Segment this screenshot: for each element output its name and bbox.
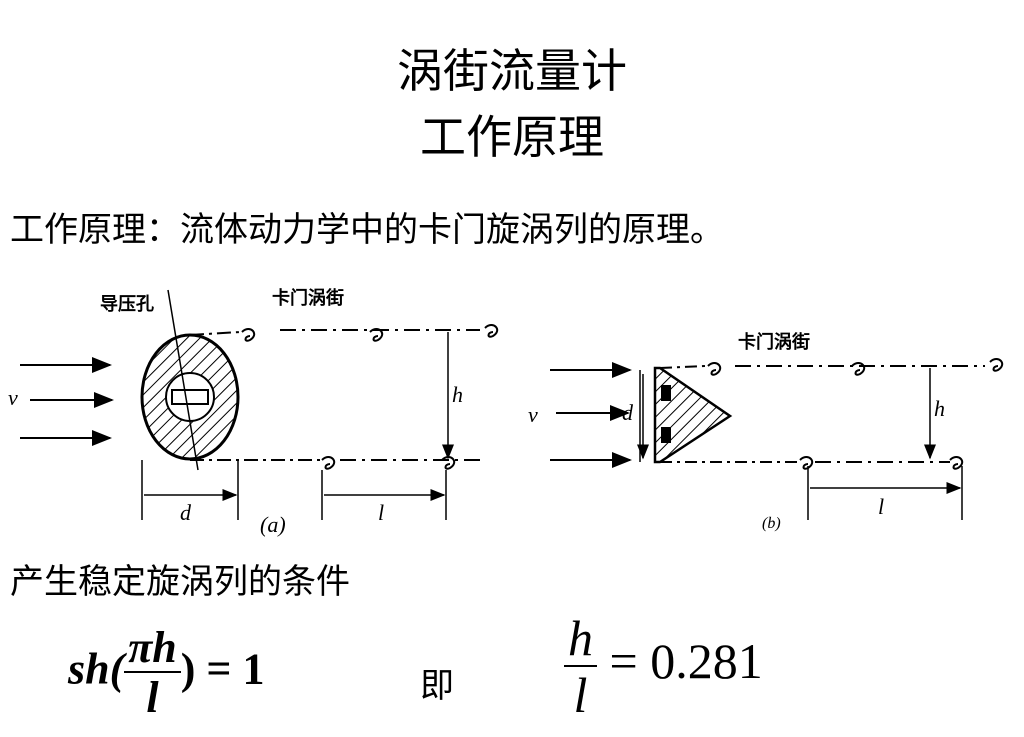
vortex-icon: [707, 362, 722, 376]
velocity-label-a: v: [8, 385, 18, 410]
vortex-label-a: 卡门涡街: [272, 287, 344, 309]
vortex-icon: [241, 328, 256, 342]
condition-title: 产生稳定旋涡列的条件: [10, 562, 350, 602]
vortex-icon: [949, 456, 964, 470]
caption-b: (b): [762, 515, 781, 532]
vortex-icon: [799, 456, 814, 470]
vortex-icon: [851, 362, 866, 376]
d-label-b: d: [622, 400, 634, 425]
fraction-numerator: πh: [124, 624, 181, 674]
page-title: 涡街流量计: [397, 44, 627, 98]
hole-label: 导压孔: [100, 294, 154, 315]
fraction-numerator: h: [564, 612, 597, 667]
page-subtitle: 工作原理: [420, 110, 604, 164]
fraction-denominator: l: [573, 666, 588, 723]
fraction-denominator: l: [146, 673, 159, 723]
formula-suffix: ) = 1: [180, 644, 265, 694]
caption-a: (a): [260, 512, 286, 537]
vortex-icon: [989, 358, 1004, 372]
karman-vortex-figure: 导压孔 卡门涡街 v h d l (a) 卡门涡街 v: [8, 287, 1004, 537]
l-label-a: l: [378, 500, 384, 525]
vortex-icon: [441, 456, 456, 470]
h-label-a: h: [452, 382, 463, 407]
formula-prefix: sh(: [68, 644, 125, 694]
h-label-b: h: [934, 396, 945, 421]
ji-text: 即: [420, 666, 454, 706]
velocity-label-b: v: [528, 402, 538, 427]
vortex-label-b: 卡门涡街: [738, 331, 810, 353]
d-label-a: d: [180, 500, 192, 525]
triangular-bluff-body: [653, 366, 733, 464]
leader-line: [167, 289, 199, 471]
vortex-icon: [484, 324, 499, 338]
l-label-b: l: [878, 494, 884, 519]
vortex-icon: [321, 456, 336, 470]
figure-a: [20, 289, 499, 520]
principle-text: 工作原理：流体动力学中的卡门旋涡列的原理。: [10, 210, 724, 250]
formula-rhs: = 0.281: [609, 632, 763, 689]
figure-b: [550, 358, 1004, 520]
vortex-icon: [369, 328, 384, 342]
